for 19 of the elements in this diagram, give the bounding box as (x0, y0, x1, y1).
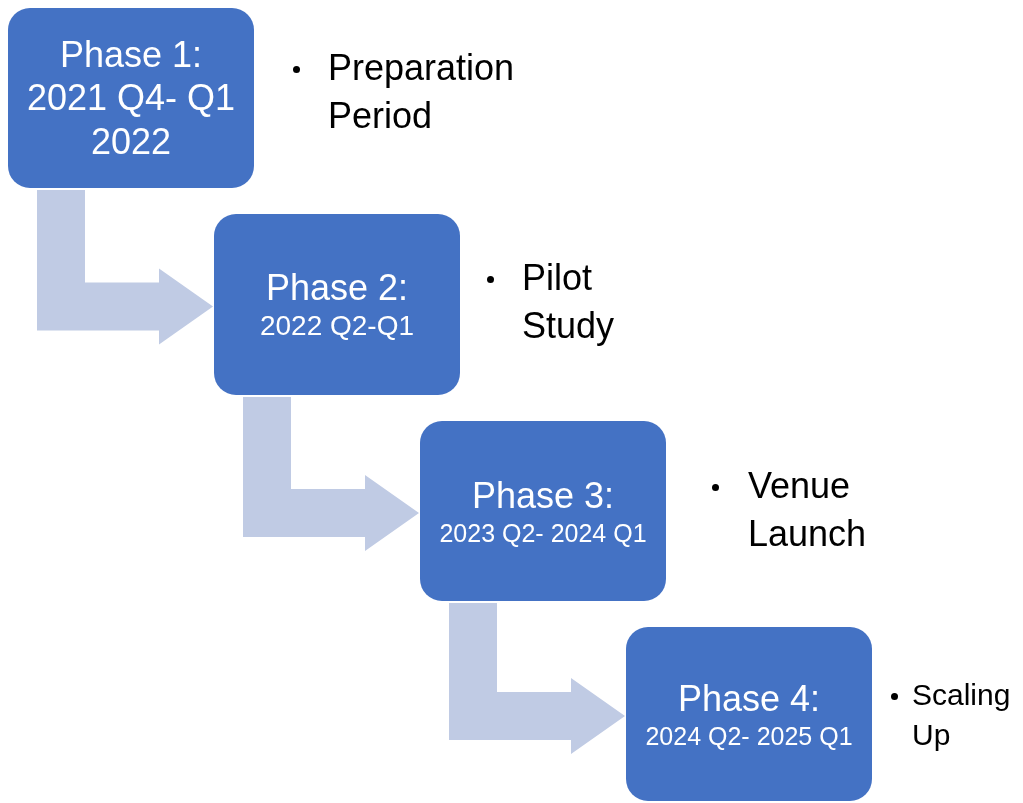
bullet-text: Venue Launch (748, 464, 868, 556)
phase-box (8, 8, 254, 188)
phase-title: Phase 1: (59, 33, 203, 77)
phase-box (214, 214, 460, 395)
phase-dates: 2023 Q2- 2024 Q1 (439, 517, 647, 548)
phase-title: Phase 3: (471, 474, 615, 518)
phase-dates: 2022 Q2-Q1 (259, 309, 415, 343)
bent-arrow (243, 397, 419, 551)
bent-arrow (449, 603, 625, 754)
phase-title: Phase 4: (677, 677, 821, 721)
phase-dates: 2024 Q2- 2025 Q1 (645, 720, 853, 751)
phase-box (626, 627, 872, 801)
bullet-text: Preparation Period (328, 46, 516, 138)
phase-title: Phase 2: (265, 266, 409, 310)
phase-dates: 2021 Q4- Q1 2022 (25, 76, 237, 163)
bullet-text: Pilot Study (522, 256, 616, 348)
bullet-text: Scaling Up (912, 677, 1012, 753)
phase-box (420, 421, 666, 601)
bent-arrow (37, 190, 213, 345)
